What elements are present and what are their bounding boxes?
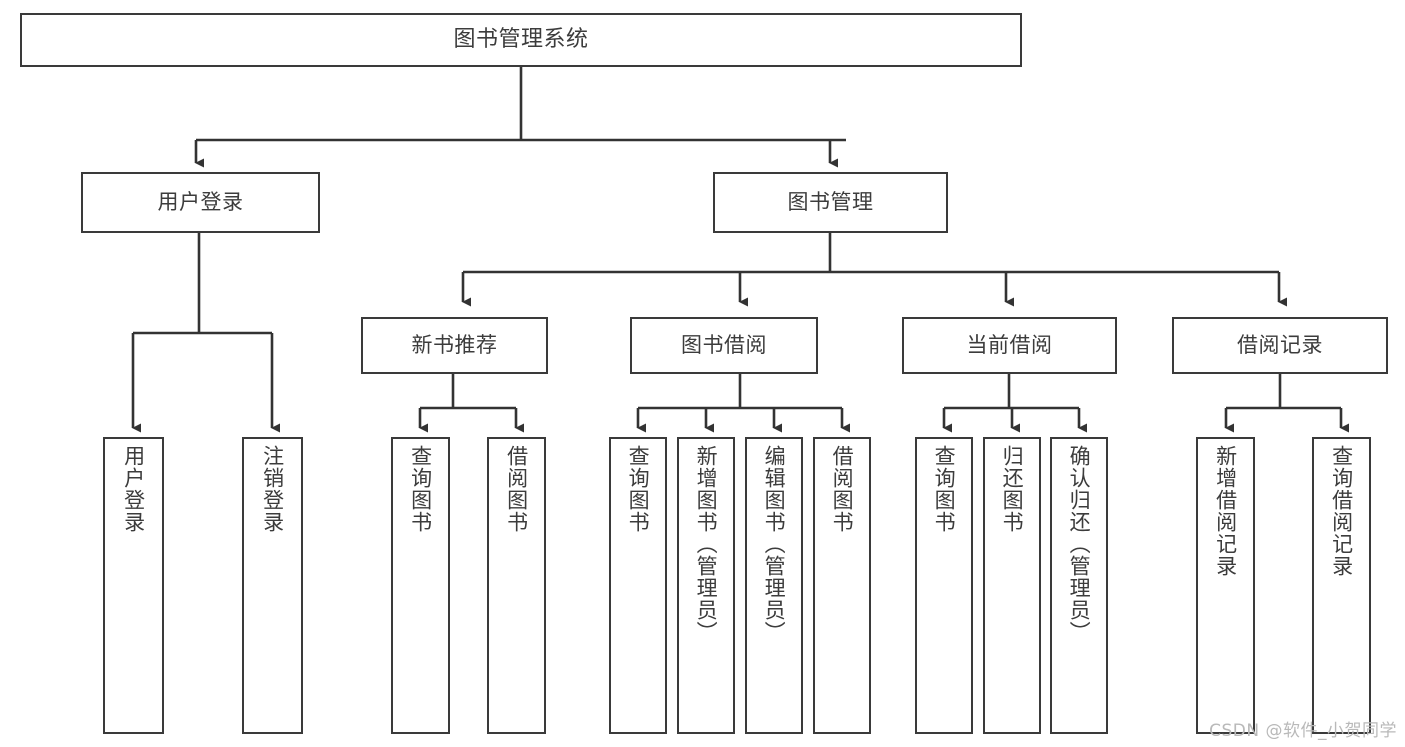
watermark-text: CSDN @软件_小贺同学 [1209, 721, 1397, 741]
node-borrow-record-label: 借阅记录 [1237, 332, 1323, 357]
node-leaf-user-login-label: 用户登录 [121, 445, 146, 533]
node-leaf-add-record-label: 新增借阅记录 [1213, 445, 1238, 577]
node-leaf-query-book-2-label: 查询图书 [626, 445, 651, 533]
node-leaf-query-book-1[interactable]: 查询图书 [391, 437, 450, 734]
node-leaf-confirm-return[interactable]: 确认归还（管理员） [1050, 437, 1108, 734]
node-leaf-add-book[interactable]: 新增图书（管理员） [677, 437, 735, 734]
node-leaf-borrow-book-2[interactable]: 借阅图书 [813, 437, 871, 734]
node-leaf-user-login[interactable]: 用户登录 [103, 437, 164, 734]
node-leaf-query-record[interactable]: 查询借阅记录 [1312, 437, 1371, 734]
node-leaf-query-book-2[interactable]: 查询图书 [609, 437, 667, 734]
node-leaf-query-book-3-label: 查询图书 [932, 445, 957, 533]
node-book-manage-label: 图书管理 [787, 189, 874, 214]
node-leaf-add-book-label: 新增图书（管理员） [694, 445, 719, 643]
node-current-borrow-label: 当前借阅 [966, 332, 1053, 357]
node-leaf-query-book-1-label: 查询图书 [408, 445, 433, 533]
node-leaf-borrow-book-1-label: 借阅图书 [504, 445, 529, 533]
node-leaf-user-logout-label: 注销登录 [260, 445, 285, 533]
node-leaf-return-book[interactable]: 归还图书 [983, 437, 1041, 734]
node-leaf-borrow-book-1[interactable]: 借阅图书 [487, 437, 546, 734]
node-leaf-edit-book-label: 编辑图书（管理员） [762, 445, 787, 643]
node-borrow-record[interactable]: 借阅记录 [1172, 317, 1388, 374]
node-user-login[interactable]: 用户登录 [81, 172, 320, 233]
node-leaf-add-record[interactable]: 新增借阅记录 [1196, 437, 1255, 734]
node-book-borrow-label: 图书借阅 [681, 332, 767, 357]
node-current-borrow[interactable]: 当前借阅 [902, 317, 1117, 374]
node-leaf-borrow-book-2-label: 借阅图书 [830, 445, 855, 533]
node-new-book-recommend-label: 新书推荐 [411, 332, 498, 357]
node-leaf-user-logout[interactable]: 注销登录 [242, 437, 303, 734]
node-user-login-label: 用户登录 [157, 189, 244, 214]
node-root-label: 图书管理系统 [453, 26, 589, 52]
node-book-borrow[interactable]: 图书借阅 [630, 317, 818, 374]
node-leaf-query-record-label: 查询借阅记录 [1329, 445, 1354, 577]
node-leaf-confirm-return-label: 确认归还（管理员） [1067, 445, 1092, 643]
node-leaf-query-book-3[interactable]: 查询图书 [915, 437, 973, 734]
node-root[interactable]: 图书管理系统 [20, 13, 1022, 67]
node-new-book-recommend[interactable]: 新书推荐 [361, 317, 548, 374]
node-leaf-edit-book[interactable]: 编辑图书（管理员） [745, 437, 803, 734]
node-leaf-return-book-label: 归还图书 [1000, 445, 1025, 533]
node-book-manage[interactable]: 图书管理 [713, 172, 948, 233]
